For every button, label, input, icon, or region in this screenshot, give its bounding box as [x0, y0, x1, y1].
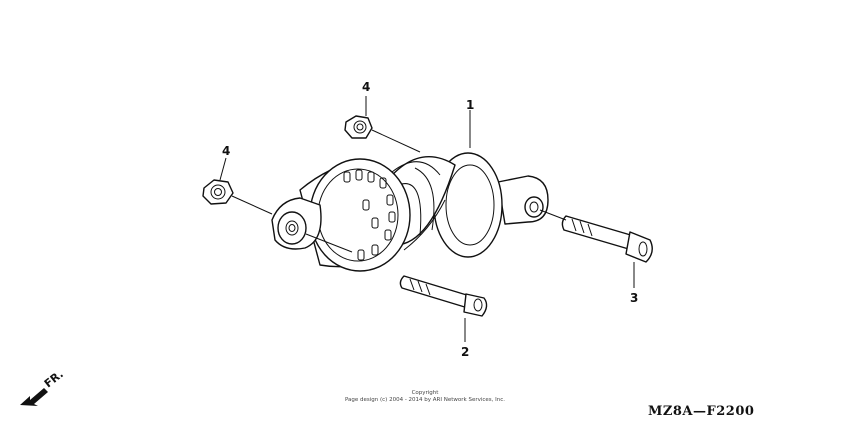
- lower-bolt[interactable]: [399, 275, 488, 317]
- callout-shock-absorber: 1: [466, 98, 474, 112]
- callout-upper-bolt: 3: [630, 291, 638, 305]
- rear-shock-absorber[interactable]: [271, 152, 549, 272]
- copyright-line-2: Page design (c) 2004 - 2014 by ARI Netwo…: [344, 397, 506, 403]
- callout-lower-bolt: 2: [461, 345, 469, 359]
- callout-upper-nut: 4: [362, 80, 370, 94]
- front-direction-label: FR.: [42, 368, 66, 391]
- upper-bolt[interactable]: [561, 215, 653, 263]
- front-direction-arrow-icon: [20, 388, 48, 406]
- copyright-line-1: Copyright: [411, 390, 439, 396]
- leader-lines: [219, 96, 635, 342]
- flange-nut-left[interactable]: [202, 179, 234, 205]
- diagram-code: MZ8A—F2200: [648, 404, 755, 419]
- callout-left-nut: 4: [222, 144, 230, 158]
- flange-nut-upper[interactable]: [344, 115, 373, 139]
